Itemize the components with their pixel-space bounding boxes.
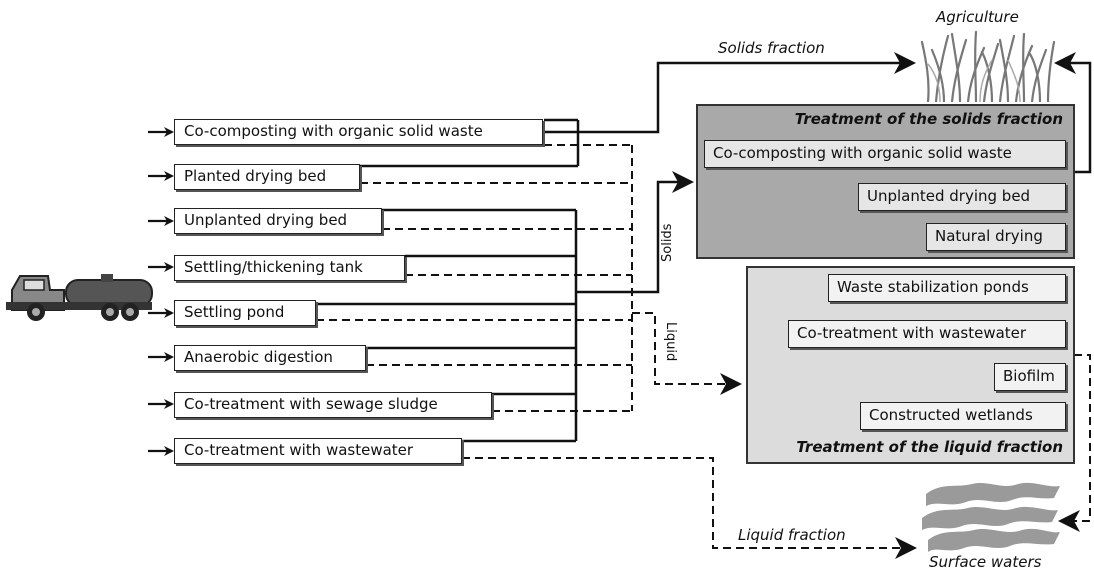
liquid-panel-title: Treatment of the liquid fraction [796, 438, 1063, 456]
liquid-item-constructed-wetlands: Constructed wetlands [860, 402, 1066, 430]
source-co-treatment-wastewater: Co-treatment with wastewater [174, 438, 462, 464]
solid-flow-lines [316, 52, 1092, 443]
source-co-treatment-sewage-sludge: Co-treatment with sewage sludge [174, 392, 492, 418]
agriculture-plants-icon [920, 30, 1056, 102]
solids-item-natural-drying: Natural drying [926, 223, 1066, 251]
liquid-item-waste-stabilization-ponds: Waste stabilization ponds [828, 274, 1066, 302]
liquid-label: Liquid [663, 322, 678, 362]
solids-panel-title: Treatment of the solids fraction [794, 110, 1063, 128]
source-planted-drying-bed: Planted drying bed [174, 164, 360, 190]
liquid-treatment-panel: Waste stabilization ponds Co-treatment w… [746, 266, 1075, 464]
solids-label: Solids [660, 223, 675, 262]
surface-waters-label: Surface waters [929, 553, 1042, 571]
input-arrows [148, 127, 174, 456]
source-settling-thickening-tank: Settling/thickening tank [174, 255, 405, 281]
solids-treatment-panel: Treatment of the solids fraction Co-comp… [696, 104, 1075, 259]
liquid-item-co-treatment-wastewater: Co-treatment with wastewater [788, 320, 1066, 348]
sludge-truck-icon [6, 274, 153, 321]
solids-item-unplanted-drying-bed: Unplanted drying bed [858, 183, 1066, 211]
surface-water-icon [922, 482, 1060, 552]
source-co-composting: Co-composting with organic solid waste [174, 119, 543, 145]
source-unplanted-drying-bed: Unplanted drying bed [174, 208, 382, 234]
agriculture-label: Agriculture [936, 8, 1019, 26]
source-anaerobic-digestion: Anaerobic digestion [174, 345, 366, 371]
liquid-fraction-label: Liquid fraction [738, 526, 846, 544]
solids-fraction-label: Solids fraction [718, 39, 825, 57]
liquid-item-biofilm: Biofilm [994, 363, 1066, 391]
dashed-flow-lines [316, 144, 1091, 559]
source-settling-pond: Settling pond [174, 300, 316, 326]
solids-item-co-composting: Co-composting with organic solid waste [704, 140, 1066, 168]
